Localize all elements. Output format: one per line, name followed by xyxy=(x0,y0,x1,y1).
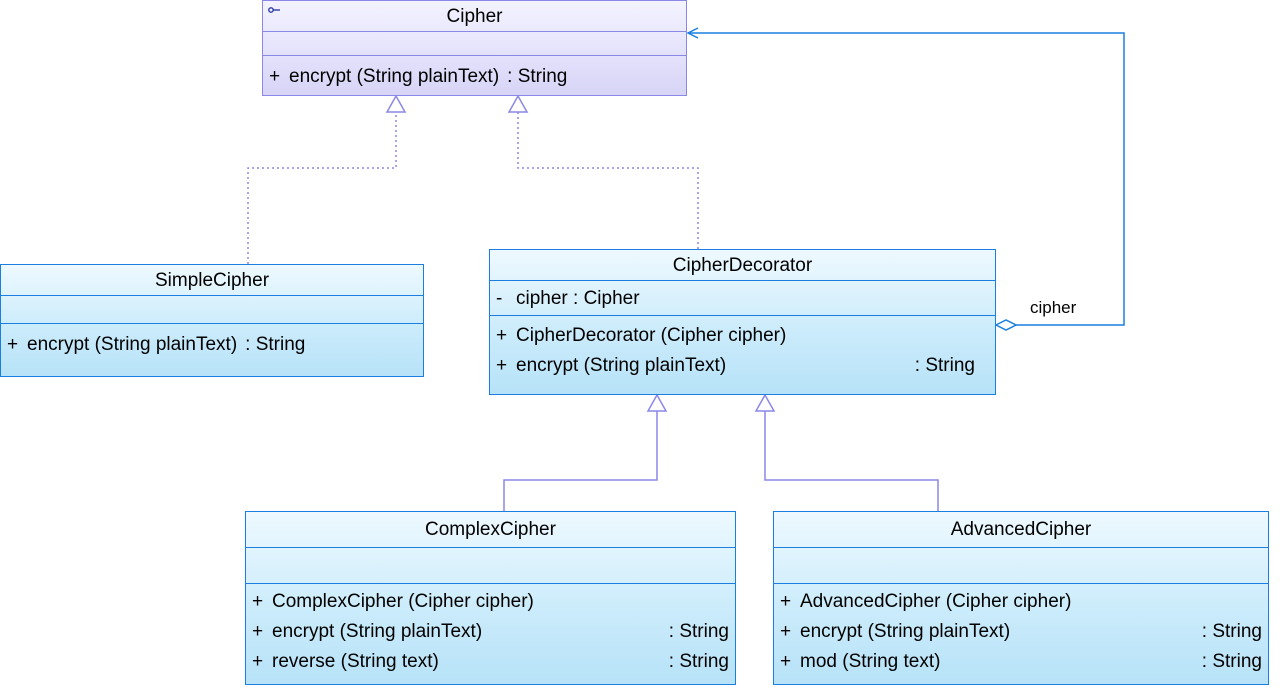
class-advancedcipher-attributes xyxy=(774,548,1268,584)
operation-row: + encrypt (String plainText) : String xyxy=(780,616,1262,646)
class-cipher-name: Cipher xyxy=(446,5,503,27)
class-simplecipher-header: SimpleCipher xyxy=(1,265,423,296)
operation-row: + encrypt (String plainText) : String xyxy=(269,60,680,92)
operation-row: + mod (String text) : String xyxy=(780,646,1262,676)
generalization-advanced-line xyxy=(764,411,939,511)
class-cipherdecorator-operations: + CipherDecorator (Cipher cipher) + encr… xyxy=(490,316,995,380)
class-simplecipher-operations: + encrypt (String plainText) : String xyxy=(1,324,423,360)
generalization-advanced-arrowhead xyxy=(754,393,776,412)
visibility-marker: + xyxy=(252,650,264,672)
aggregation-diamond xyxy=(994,319,1018,331)
class-complexcipher-operations: + ComplexCipher (Cipher cipher) + encryp… xyxy=(246,584,735,676)
visibility-marker: + xyxy=(780,620,792,642)
visibility-marker: + xyxy=(496,324,508,346)
class-advancedcipher-header: AdvancedCipher xyxy=(774,512,1268,548)
visibility-marker: + xyxy=(269,65,281,87)
operation-return-type: : String xyxy=(245,333,306,355)
interface-icon xyxy=(268,7,280,13)
class-complexcipher-header: ComplexCipher xyxy=(246,512,735,548)
operation-row: + encrypt (String plainText) : String xyxy=(496,350,989,380)
aggregation-role-label: cipher xyxy=(1030,298,1077,317)
operation-row: + encrypt (String plainText) : String xyxy=(7,328,417,360)
class-cipherdecorator-name: CipherDecorator xyxy=(672,254,813,276)
visibility-marker: - xyxy=(496,287,503,309)
operation-return-type: : String xyxy=(1201,650,1262,672)
visibility-marker: + xyxy=(7,333,19,355)
operation-signature: CipherDecorator (Cipher cipher) xyxy=(516,324,787,346)
class-complexcipher-name: ComplexCipher xyxy=(425,519,556,540)
operation-signature: encrypt (String plainText) xyxy=(289,65,500,87)
class-cipherdecorator[interactable]: CipherDecorator - cipher : Cipher + Ciph… xyxy=(489,249,996,395)
class-advancedcipher-operations: + AdvancedCipher (Cipher cipher) + encry… xyxy=(774,584,1268,676)
class-complexcipher-attributes xyxy=(246,548,735,584)
class-cipher-attributes xyxy=(263,32,686,56)
class-advancedcipher-name: AdvancedCipher xyxy=(950,519,1092,540)
operation-signature: encrypt (String plainText) xyxy=(516,354,727,376)
operation-return-type: : String xyxy=(668,650,729,672)
class-cipherdecorator-attributes: - cipher : Cipher xyxy=(490,281,995,316)
visibility-marker: + xyxy=(252,620,264,642)
aggregation-open-arrowhead xyxy=(686,27,699,39)
class-cipher[interactable]: Cipher + encrypt (String plainText) : St… xyxy=(262,0,687,96)
operation-return-type: : String xyxy=(1201,620,1262,642)
class-simplecipher-name: SimpleCipher xyxy=(154,269,270,291)
operation-row: + encrypt (String plainText) : String xyxy=(252,616,729,646)
attribute-row: - cipher : Cipher xyxy=(496,286,995,310)
class-advancedcipher[interactable]: AdvancedCipher + AdvancedCipher (Cipher … xyxy=(773,511,1269,685)
class-cipherdecorator-header: CipherDecorator xyxy=(490,250,995,281)
operation-signature: encrypt (String plainText) xyxy=(800,620,1011,642)
operation-return-type: : String xyxy=(668,620,729,642)
operation-row: + AdvancedCipher (Cipher cipher) xyxy=(780,586,1262,616)
class-cipher-header: Cipher xyxy=(263,1,686,32)
operation-signature: ComplexCipher (Cipher cipher) xyxy=(272,590,534,612)
operation-return-type: : String xyxy=(507,65,568,87)
operation-signature: mod (String text) xyxy=(800,650,941,672)
operation-row: + reverse (String text) : String xyxy=(252,646,729,676)
class-complexcipher[interactable]: ComplexCipher + ComplexCipher (Cipher ci… xyxy=(245,511,736,685)
class-simplecipher[interactable]: SimpleCipher + encrypt (String plainText… xyxy=(0,264,424,377)
operation-signature: encrypt (String plainText) xyxy=(272,620,483,642)
realization-decorator-line xyxy=(517,112,699,249)
operation-row: + CipherDecorator (Cipher cipher) xyxy=(496,320,989,350)
realization-simplecipher-arrowhead xyxy=(385,94,407,113)
attribute-text: cipher : Cipher xyxy=(516,287,640,309)
class-cipher-operations: + encrypt (String plainText) : String xyxy=(263,56,686,92)
generalization-complex-arrowhead xyxy=(646,393,668,412)
operation-signature: reverse (String text) xyxy=(272,650,439,672)
generalization-complex-line xyxy=(503,411,658,511)
operation-row: + ComplexCipher (Cipher cipher) xyxy=(252,586,729,616)
visibility-marker: + xyxy=(252,590,264,612)
realization-simplecipher-line xyxy=(247,112,397,264)
operation-return-type: : String xyxy=(914,354,975,376)
visibility-marker: + xyxy=(780,590,792,612)
visibility-marker: + xyxy=(496,354,508,376)
operation-signature: AdvancedCipher (Cipher cipher) xyxy=(800,590,1072,612)
visibility-marker: + xyxy=(780,650,792,672)
realization-decorator-arrowhead xyxy=(507,94,529,113)
class-simplecipher-attributes xyxy=(1,296,423,324)
operation-signature: encrypt (String plainText) xyxy=(27,333,238,355)
